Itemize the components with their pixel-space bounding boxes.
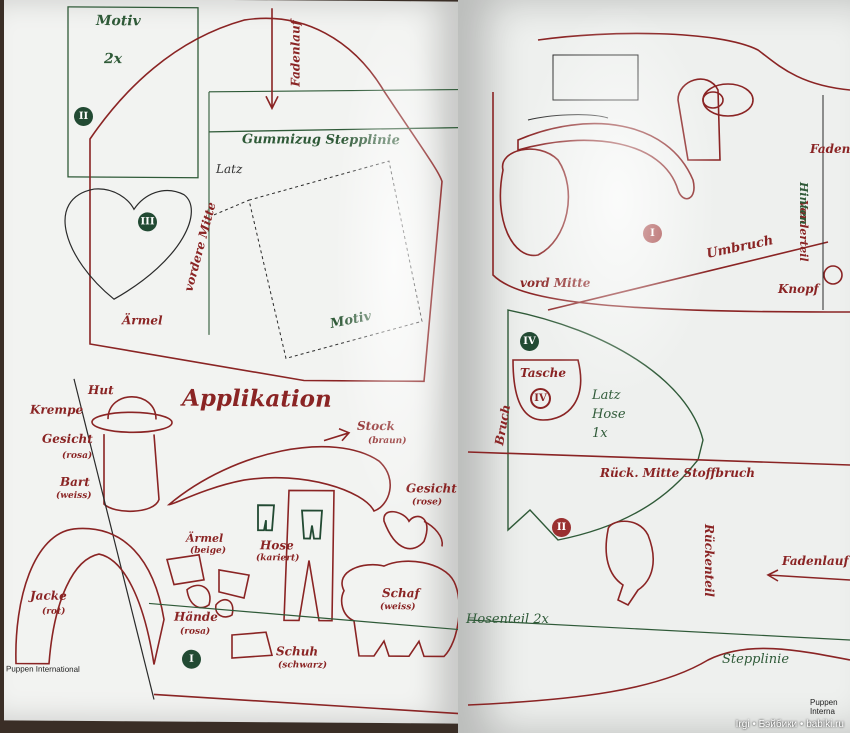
vord-mitte-label: vord Mitte <box>520 276 591 290</box>
gummizug-label: Gummizug Stepplinie <box>242 132 400 149</box>
haende-color: (rosa) <box>180 626 211 637</box>
right-page: Fadenl Vorderteil Hinten I Umbruch Knopf… <box>458 0 850 733</box>
bart-color: (weiss) <box>56 490 92 502</box>
gesicht-color: (rosa) <box>62 450 93 462</box>
hose-label: Hose <box>260 538 294 553</box>
aermel-label: Ärmel <box>122 313 163 328</box>
aermel2-color: (beige) <box>190 545 226 556</box>
left-footer: Puppen International <box>6 664 80 674</box>
hut-label: Hut <box>88 382 114 398</box>
roman-iv2-badge: IV <box>530 388 551 409</box>
right-footer: Puppen Interna <box>810 698 838 716</box>
right-roman-ii-badge: II <box>552 518 571 537</box>
jacke-color: (rot) <box>42 606 66 617</box>
stock-label: Stock <box>357 418 395 434</box>
schaf-label: Schaf <box>382 586 420 601</box>
latz-label: Latz <box>216 161 243 177</box>
hose-color: (kariert) <box>256 553 300 564</box>
roman-ii-badge: II <box>74 106 93 127</box>
rueckenteil-label: Rückenteil <box>702 524 716 597</box>
right-roman-i-badge: I <box>643 224 662 243</box>
applikation-title: Applikation <box>182 384 332 413</box>
haende-label: Hände <box>174 609 218 624</box>
tasche-label: Tasche <box>520 366 566 380</box>
hinten-label: Hinten <box>797 182 810 225</box>
jacke-label: Jacke <box>30 588 67 603</box>
knopf-label: Knopf <box>778 282 819 296</box>
rueck-mitte-label: Rück. Mitte Stoffbruch <box>600 466 756 480</box>
fadenlauf-label: Fadenlauf <box>288 20 303 87</box>
bart-label: Bart <box>60 474 90 490</box>
fadenl-label: Fadenl <box>810 142 850 156</box>
hosenteil-label: Hosenteil 2x <box>466 612 549 627</box>
stepplinie-label: Stepplinie <box>722 652 790 667</box>
roman-iii-badge: III <box>138 212 157 232</box>
latz-hose-hose: Hose <box>592 407 626 422</box>
roman-i-badge: I <box>182 649 201 669</box>
stock-color: (braun) <box>368 435 407 447</box>
gesicht2-color: (rose) <box>412 497 443 508</box>
fadenlauf-right-label: Fadenlauf <box>782 554 849 568</box>
latz-hose-count: 1x <box>592 426 608 441</box>
motiv-count-label: 2x <box>104 51 123 68</box>
roman-iv-badge: IV <box>520 332 539 351</box>
aermel2-label: Ärmel <box>186 531 224 545</box>
krempe-label: Krempe <box>30 402 84 417</box>
motiv-label: Motiv <box>96 13 141 30</box>
gesicht2-label: Gesicht <box>406 481 457 496</box>
latz-hose-latz: Latz <box>592 388 621 403</box>
schaf-color: (weiss) <box>380 602 416 613</box>
schuh-color: (schwarz) <box>278 660 328 671</box>
gesicht-label: Gesicht <box>42 431 93 447</box>
schuh-label: Schuh <box>276 644 319 659</box>
left-pattern-lines <box>15 6 459 715</box>
left-page: Motiv 2x II III Fadenlauf Gummizug Stepp… <box>4 0 459 724</box>
watermark: Irgi • Бэйбики • babiki.ru <box>735 719 844 730</box>
